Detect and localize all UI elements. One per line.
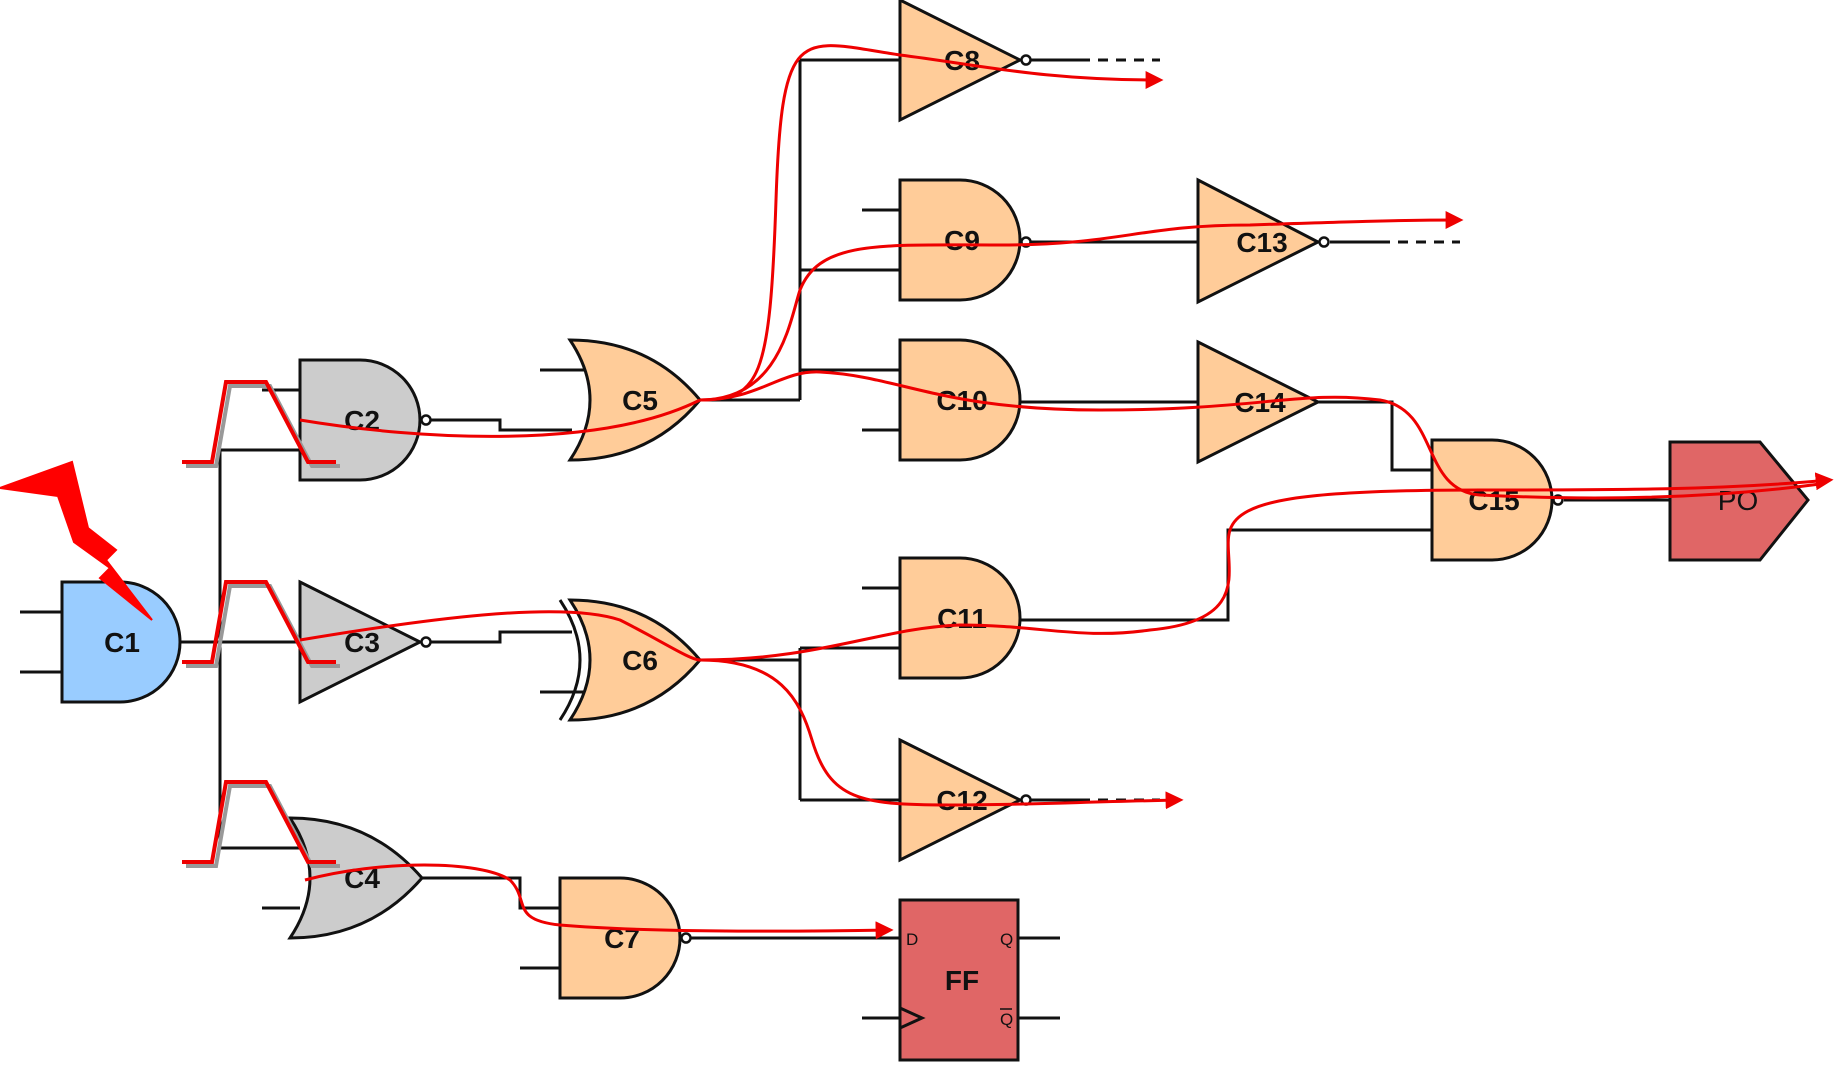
pin-q-label: Q (1000, 930, 1013, 949)
propagation-path (699, 658, 1184, 810)
glitch-pulse-lower (182, 780, 340, 868)
gate-c8[interactable]: C8 (898, 0, 1032, 123)
propagation-path (699, 472, 1834, 662)
inversion-bubble (420, 414, 432, 426)
propagation-path (299, 610, 701, 662)
buffer-gate-shape (898, 0, 1024, 123)
gate-c13[interactable]: C13 (1196, 177, 1330, 305)
gate-c5[interactable]: C5 (567, 338, 702, 462)
inversion-bubble (680, 932, 692, 944)
gate-label: C1 (104, 627, 140, 658)
glitch-pulse-upper (182, 380, 340, 468)
buffer-gate-shape (1196, 177, 1322, 305)
inversion-bubble (1020, 54, 1032, 66)
gate-label: C13 (1236, 227, 1287, 258)
fault-propagation-paths (299, 44, 1834, 940)
xor-input-arc (558, 599, 582, 721)
gate-c7[interactable]: C7 (558, 876, 692, 1000)
pin-d-label: D (906, 930, 918, 949)
or-gate-shape (567, 598, 702, 722)
gate-label: C9 (944, 225, 980, 256)
primary-output-shape (1668, 440, 1810, 562)
pin-qbar-label: Q (1000, 1010, 1013, 1029)
gate-c1[interactable]: C1 (60, 580, 182, 704)
flip-flop[interactable]: D Q Q FF (898, 898, 1020, 1062)
gate-label: C5 (622, 385, 658, 416)
wires (20, 58, 1670, 1020)
gate-label: C11 (937, 603, 987, 634)
lightning-bolt-icon (0, 460, 153, 621)
gate-c6[interactable]: C6 (558, 598, 702, 722)
clock-input-icon (899, 1006, 926, 1030)
and-gate-shape (558, 876, 682, 1000)
primary-output-label: PO (1718, 485, 1758, 516)
and-gate-shape (60, 580, 182, 704)
gate-c3[interactable]: C3 (298, 579, 432, 705)
gate-c9[interactable]: C9 (898, 178, 1032, 302)
inversion-bubble (420, 636, 432, 648)
gate-c11[interactable]: C11 (898, 556, 1022, 680)
buffer-gate-shape (898, 737, 1024, 863)
propagation-path (699, 370, 1821, 500)
flip-flop-label: FF (945, 965, 979, 996)
and-gate-shape (298, 358, 422, 482)
or-gate-shape (287, 816, 424, 940)
primary-output[interactable]: PO (1668, 440, 1810, 562)
gate-c15[interactable]: C15 (1430, 438, 1564, 562)
gate-label: C6 (622, 645, 658, 676)
inversion-bubble (1318, 236, 1330, 248)
gate-c12[interactable]: C12 (898, 737, 1032, 863)
propagation-path (699, 211, 1464, 402)
propagation-path (299, 398, 701, 438)
gate-c2[interactable]: C2 (298, 358, 432, 482)
and-gate-shape (898, 178, 1022, 302)
glitch-pulse-middle (182, 580, 340, 668)
gate-label: C12 (936, 785, 987, 816)
and-gate-shape (898, 556, 1022, 680)
flip-flop-body (898, 898, 1020, 1062)
propagation-path (304, 863, 894, 940)
propagation-path (699, 44, 1164, 402)
and-gate-shape (1430, 438, 1554, 562)
